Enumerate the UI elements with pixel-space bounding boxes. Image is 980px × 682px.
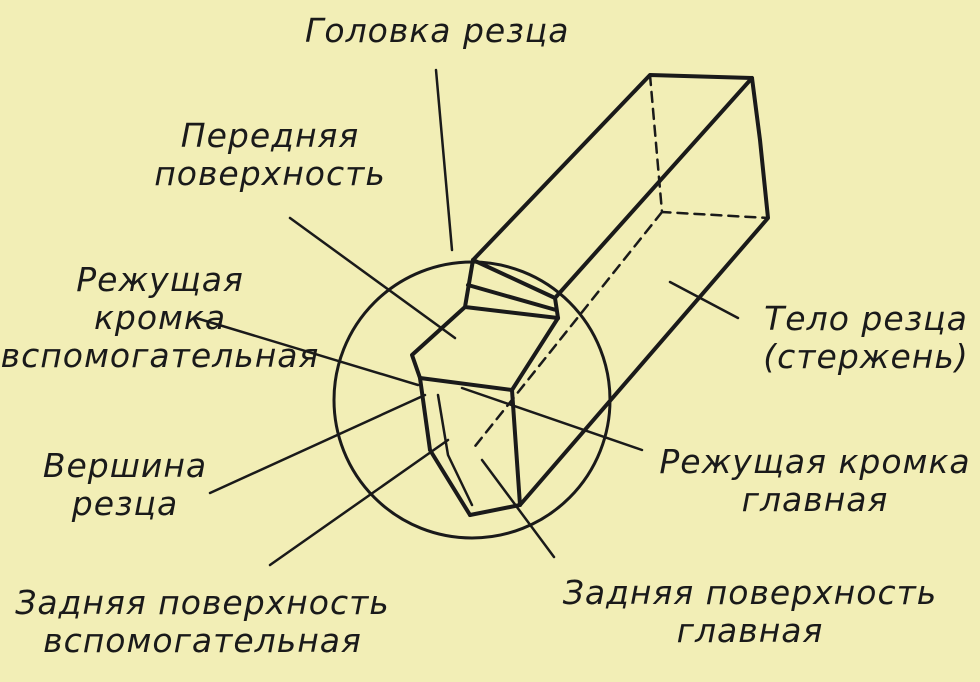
label-tool-body: Тело резца (стержень) <box>752 300 980 376</box>
label-head: Головка резца <box>305 12 569 50</box>
label-tip-line2: резца <box>71 484 179 523</box>
label-main-edge-line1: Режущая кромка <box>659 442 971 481</box>
label-tip-line1: Вершина <box>42 446 208 485</box>
label-head-text: Головка резца <box>305 11 570 50</box>
label-main-edge-line2: главная <box>741 480 889 519</box>
leader-aux-edge <box>194 316 420 387</box>
leader-body <box>668 280 740 320</box>
leader-aux-flank <box>268 438 450 567</box>
shank-hidden-edges <box>470 73 770 452</box>
label-main-flank: Задняя поверхность главная <box>555 574 945 650</box>
rake-face <box>410 258 560 380</box>
label-aux-flank: Задняя поверхность вспомогательная <box>0 584 405 660</box>
leader-lines <box>194 68 740 567</box>
leader-main-flank <box>480 458 556 559</box>
leader-main-edge <box>460 386 644 452</box>
label-aux-edge-line2: кромка <box>93 298 227 337</box>
label-aux-flank-line1: Задняя поверхность <box>15 583 390 622</box>
label-aux-flank-line2: вспомогательная <box>43 621 362 660</box>
leader-head <box>434 68 454 252</box>
label-main-cutting-edge: Режущая кромка главная <box>650 443 980 519</box>
label-tool-tip: Вершина резца <box>25 447 225 523</box>
label-rake-face-line1: Передняя <box>180 116 360 155</box>
flank-faces <box>418 376 522 517</box>
label-rake-face-line2: поверхность <box>154 154 386 193</box>
label-rake-face: Передняя поверхность <box>150 117 390 193</box>
leader-rake <box>288 216 457 340</box>
aux-flank-inner <box>436 393 474 507</box>
head-circle <box>332 260 612 540</box>
leader-tip <box>208 393 427 495</box>
label-aux-edge-line3: вспомогательная <box>0 336 320 375</box>
label-body-line2: (стержень) <box>763 337 969 376</box>
label-aux-cutting-edge: Режущая кромка вспомогательная <box>0 261 320 375</box>
label-aux-edge-line1: Режущая <box>76 260 244 299</box>
label-main-flank-line1: Задняя поверхность <box>562 573 938 612</box>
label-body-line1: Тело резца <box>764 299 968 338</box>
label-main-flank-line2: главная <box>676 611 824 650</box>
